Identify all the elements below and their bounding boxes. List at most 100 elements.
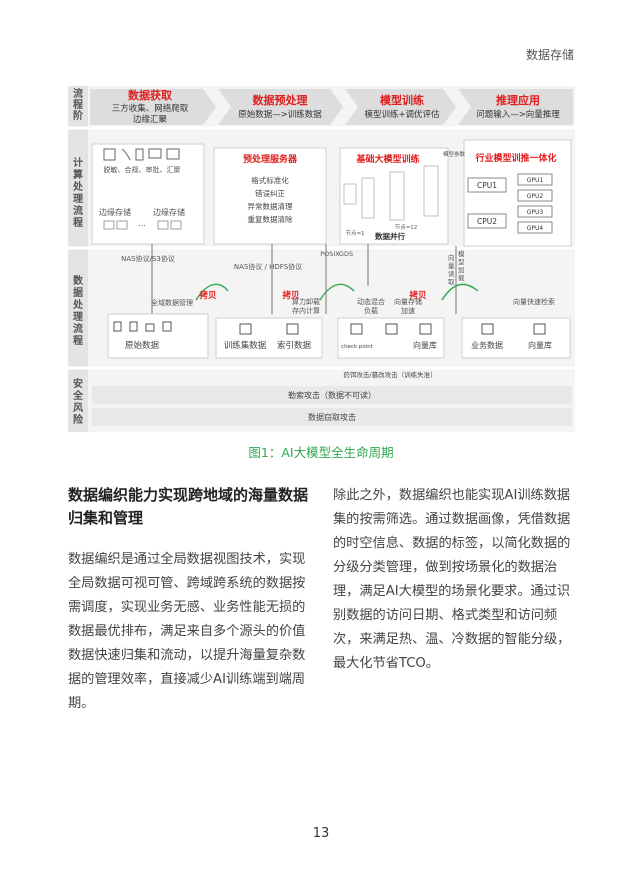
- svg-text:药饵攻击/篡改攻击（训练失准）: 药饵攻击/篡改攻击（训练失准）: [343, 370, 436, 379]
- svg-text:读: 读: [448, 269, 455, 278]
- svg-text:风: 风: [73, 402, 83, 414]
- svg-text:流: 流: [73, 204, 83, 217]
- row-label-stage: 流 程 阶 段: [73, 87, 84, 122]
- svg-text:三方收集、网络爬取: 三方收集、网络爬取: [112, 103, 189, 114]
- stage-2-title: 数据预处理: [253, 93, 308, 107]
- ai-lifecycle-diagram: 流 程 阶 段 计 算 处 理 流 程 数 据 处 理 流 程 安 全 风 险 …: [68, 86, 575, 432]
- svg-text:POSIX: POSIX: [320, 250, 340, 258]
- left-column: 数据编织能力实现跨地域的海量数据归集和管理 数据编织是通过全局数据视图技术，实现…: [68, 484, 314, 716]
- svg-text:算: 算: [72, 168, 83, 181]
- right-column: 除此之外，数据编织也能实现AI训练数据集的按需筛选。通过数据画像，凭借数据的时空…: [333, 484, 579, 676]
- row-label-risk: 安 全 风 险: [72, 377, 84, 426]
- svg-text:GPU3: GPU3: [527, 209, 544, 216]
- svg-text:险: 险: [73, 413, 84, 426]
- stage-2: 数据预处理 原始数据—>训练数据: [238, 93, 322, 120]
- svg-text:向量快速检索: 向量快速检索: [513, 297, 555, 306]
- svg-text:GPU1: GPU1: [527, 177, 544, 184]
- svg-text:节点=12: 节点=12: [395, 223, 418, 231]
- right-paragraph: 除此之外，数据编织也能实现AI训练数据集的按需筛选。通过数据画像，凭借数据的时空…: [333, 488, 571, 671]
- page-number: 13: [312, 826, 330, 841]
- svg-text:阶: 阶: [73, 109, 84, 122]
- svg-text:处: 处: [72, 180, 84, 193]
- svg-text:载: 载: [458, 273, 465, 282]
- svg-text:程: 程: [73, 216, 83, 229]
- svg-text:据: 据: [73, 286, 83, 299]
- svg-text:理: 理: [73, 311, 83, 323]
- svg-text:模: 模: [458, 249, 465, 258]
- preprocess-panel: [213, 147, 327, 245]
- svg-text:边缘存储: 边缘存储: [99, 207, 131, 217]
- svg-text:脱敏、合规、审批、汇聚: 脱敏、合规、审批、汇聚: [104, 165, 181, 174]
- npu-grid: [343, 165, 439, 221]
- svg-text:基础大模型训练: 基础大模型训练: [355, 153, 419, 165]
- svg-text:负载: 负载: [364, 306, 378, 315]
- stage-4-title: 推理应用: [496, 93, 540, 107]
- svg-text:索引数据: 索引数据: [277, 340, 312, 351]
- copy-arrows: [195, 283, 479, 301]
- svg-text:取: 取: [448, 278, 455, 286]
- svg-text:GPU4: GPU4: [527, 225, 544, 232]
- svg-text:向: 向: [448, 253, 455, 262]
- svg-text:全域数据管理: 全域数据管理: [151, 298, 193, 307]
- svg-text:训练集数据: 训练集数据: [224, 340, 267, 351]
- svg-text:量: 量: [448, 262, 455, 270]
- svg-text:流: 流: [73, 322, 83, 335]
- svg-text:异常数据清理: 异常数据清理: [248, 201, 293, 211]
- svg-text:流: 流: [73, 87, 83, 100]
- stage-1: 数据获取 三方收集、网络爬取 边缘汇聚: [112, 88, 189, 125]
- stage-3-title: 模型训练: [380, 93, 424, 107]
- source-icons: [103, 148, 180, 161]
- stage-chevrons: [90, 89, 573, 125]
- left-paragraph: 数据编织是通过全局数据视图技术，实现全局数据可视可管、跨域跨系统的数据按需调度，…: [68, 552, 306, 711]
- svg-text:NAS协议/S3协议: NAS协议/S3协议: [121, 254, 175, 263]
- stage-4: 推理应用 问题输入—>向量推理: [476, 93, 560, 120]
- figure-caption: 图1：AI大模型全生命周期: [248, 445, 394, 460]
- svg-text:模型训练+调优评估: 模型训练+调优评估: [364, 109, 440, 120]
- stage-1-title: 数据获取: [128, 88, 172, 102]
- svg-text:原始数据: 原始数据: [125, 340, 160, 351]
- svg-text:向量存储: 向量存储: [394, 297, 422, 306]
- svg-text:格式标准化: 格式标准化: [251, 175, 289, 185]
- risk-bar-2: [92, 408, 572, 426]
- svg-text:存内计算: 存内计算: [292, 306, 320, 315]
- svg-text:行业模型训推一体化: 行业模型训推一体化: [474, 152, 556, 164]
- svg-text:边缘存储: 边缘存储: [153, 207, 185, 217]
- svg-text:预处理服务器: 预处理服务器: [243, 153, 298, 165]
- trainset-box: [215, 317, 323, 359]
- svg-text:NAS协议 / HDFS协议: NAS协议 / HDFS协议: [234, 262, 302, 271]
- svg-text:向量库: 向量库: [413, 340, 437, 350]
- svg-text:...: ...: [138, 219, 146, 228]
- svg-text:加速: 加速: [401, 306, 415, 315]
- svg-text:处: 处: [72, 298, 84, 311]
- svg-text:数据窃取攻击: 数据窃取攻击: [308, 412, 356, 422]
- row-label-data: 数 据 处 理 流 程: [72, 274, 84, 347]
- risk-bar-1: [92, 386, 572, 404]
- svg-text:向量库: 向量库: [528, 340, 552, 350]
- svg-text:动态混合: 动态混合: [357, 297, 385, 306]
- stage-3: 模型训练 模型训练+调优评估: [364, 93, 440, 120]
- svg-text:模型参数: 模型参数: [443, 150, 466, 158]
- svg-text:问题输入—>向量推理: 问题输入—>向量推理: [476, 109, 560, 120]
- svg-text:勒索攻击（数据不可读）: 勒索攻击（数据不可读）: [288, 390, 376, 400]
- svg-text:数: 数: [73, 274, 84, 287]
- svg-text:理: 理: [73, 193, 83, 205]
- inference-data-box: [461, 317, 571, 359]
- svg-text:拷贝: 拷贝: [409, 290, 427, 301]
- svg-text:程: 程: [73, 98, 83, 111]
- svg-text:GPU2: GPU2: [527, 193, 544, 200]
- svg-text:安: 安: [73, 377, 83, 390]
- svg-text:边缘汇聚: 边缘汇聚: [133, 114, 168, 125]
- row-label-compute: 计 算 处 理 流 程: [72, 156, 84, 229]
- svg-text:算力卸载: 算力卸载: [292, 297, 320, 306]
- svg-text:重复数据清除: 重复数据清除: [248, 214, 293, 224]
- raw-data-box: [107, 313, 209, 359]
- svg-text:加: 加: [458, 265, 465, 274]
- svg-text:数据并行: 数据并行: [375, 231, 405, 241]
- svg-text:CPU1: CPU1: [477, 181, 497, 190]
- svg-text:型: 型: [458, 257, 465, 266]
- checkpoint-box: [337, 317, 445, 359]
- section-heading: 数据编织能力实现跨地域的海量数据归集和管理: [68, 486, 309, 527]
- svg-text:业务数据: 业务数据: [471, 340, 503, 350]
- svg-text:程: 程: [73, 334, 83, 347]
- svg-text:计: 计: [73, 156, 83, 169]
